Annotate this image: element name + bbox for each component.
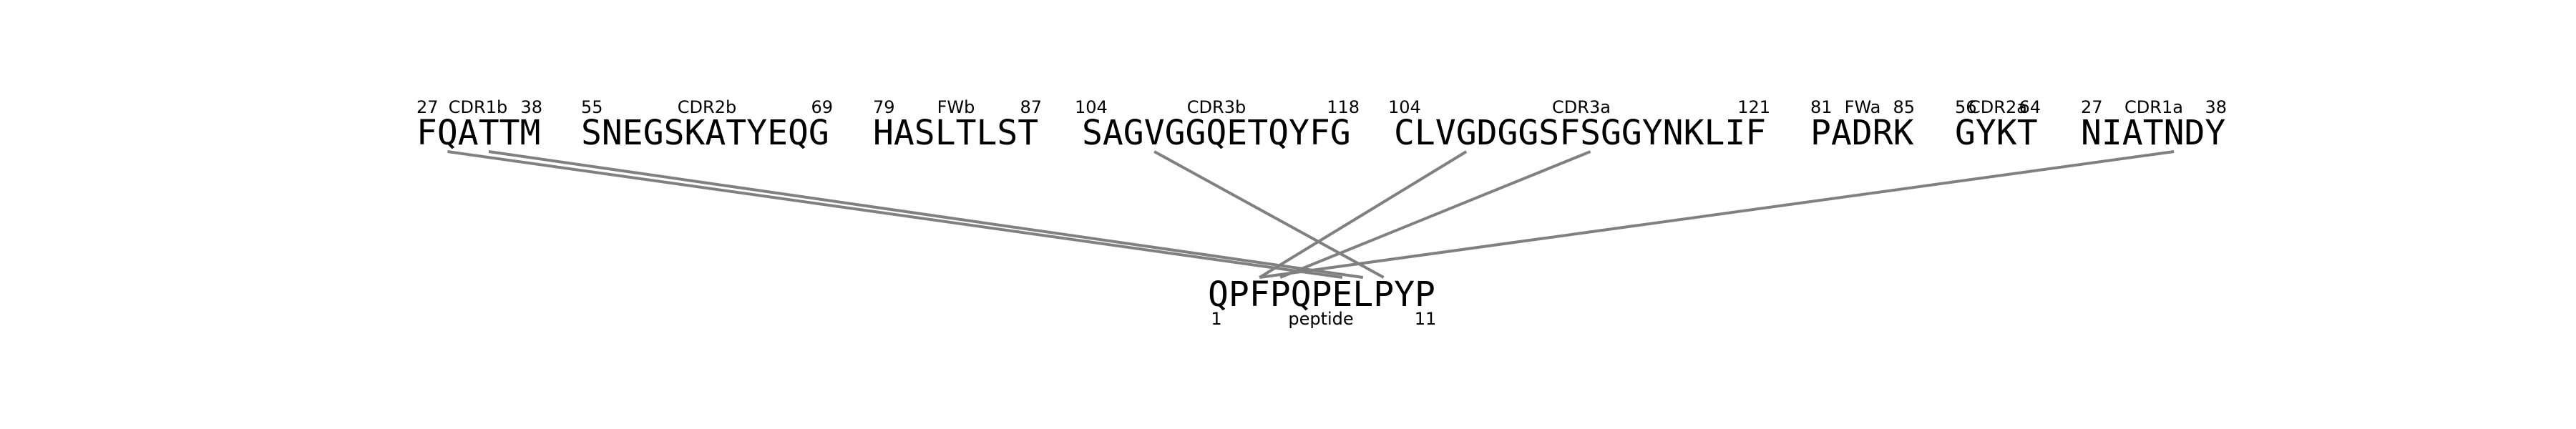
segment-region-label: CDR3a <box>1552 97 1611 117</box>
contact-line <box>488 150 1364 279</box>
contact-line <box>1259 150 2175 279</box>
segment-region-label: FWb <box>937 97 975 117</box>
segment-end-number: 69 <box>811 97 833 117</box>
segment-start-number: 79 <box>873 97 895 117</box>
segment-start-number: 27 <box>416 97 439 117</box>
segment-start-number: 55 <box>581 97 603 117</box>
segment-end-number: 85 <box>1893 97 1915 117</box>
segment-5: PADRK 81 FWa 85 <box>1810 97 1915 153</box>
segment-4: CLVGDGGSFSGGYNKLIF 104 CDR3a 121 <box>1388 97 1770 153</box>
peptide-sequence: QPFPQPELPYP <box>1208 275 1435 315</box>
segment-end-number: 38 <box>2205 97 2227 117</box>
peptide: QPFPQPELPYP 1 peptide 11 <box>1208 275 1436 329</box>
segment-start-number: 81 <box>1810 97 1833 117</box>
segment-sequence: GYKT <box>1955 113 2038 153</box>
segment-region-label: CDR2a <box>1968 97 2027 117</box>
segment-start-number: 27 <box>2081 97 2103 117</box>
contact-line <box>1279 150 1591 279</box>
contact-line <box>447 150 1343 279</box>
segment-end-number: 87 <box>1020 97 1042 117</box>
contact-lines <box>447 150 2175 279</box>
peptide-end-number: 11 <box>1415 309 1437 329</box>
segment-1: SNEGSKATYEQG 55 CDR2b 69 <box>581 97 833 153</box>
segment-7: NIATNDY 27 CDR1a 38 <box>2081 97 2227 153</box>
peptide-label: peptide <box>1288 309 1353 329</box>
segment-start-number: 56 <box>1955 97 1977 117</box>
segment-sequence: PADRK <box>1810 113 1914 153</box>
segment-sequence: SAGVGGQETQYFG <box>1082 113 1351 153</box>
segment-3: SAGVGGQETQYFG 104 CDR3b 118 <box>1075 97 1360 153</box>
segment-start-number: 104 <box>1388 97 1421 117</box>
segment-sequence: CLVGDGGSFSGGYNKLIF <box>1394 113 1766 153</box>
segment-start-number: 104 <box>1075 97 1108 117</box>
segment-0: FQATTM 27 CDR1b 38 <box>416 97 542 153</box>
segment-sequence: HASLTLST <box>873 113 1038 153</box>
segment-region-label: CDR3b <box>1187 97 1246 117</box>
segment-region-label: CDR1a <box>2124 97 2183 117</box>
segment-end-number: 38 <box>520 97 542 117</box>
segment-end-number: 118 <box>1327 97 1360 117</box>
segment-end-number: 121 <box>1737 97 1770 117</box>
segment-region-label: FWa <box>1845 97 1881 117</box>
segment-6: GYKT 56 CDR2a 64 <box>1955 97 2041 153</box>
segment-end-number: 64 <box>2019 97 2041 117</box>
segment-region-label: CDR2b <box>678 97 736 117</box>
contact-line <box>1259 150 1468 279</box>
segment-region-label: CDR1b <box>449 97 507 117</box>
contact-line <box>1153 150 1385 279</box>
segment-sequence: SNEGSKATYEQG <box>581 113 829 153</box>
segment-2: HASLTLST 79 FWb 87 <box>873 97 1042 153</box>
segment-sequence: FQATTM <box>416 113 540 153</box>
peptide-start-number: 1 <box>1211 309 1221 329</box>
segment-sequence: NIATNDY <box>2081 113 2225 153</box>
